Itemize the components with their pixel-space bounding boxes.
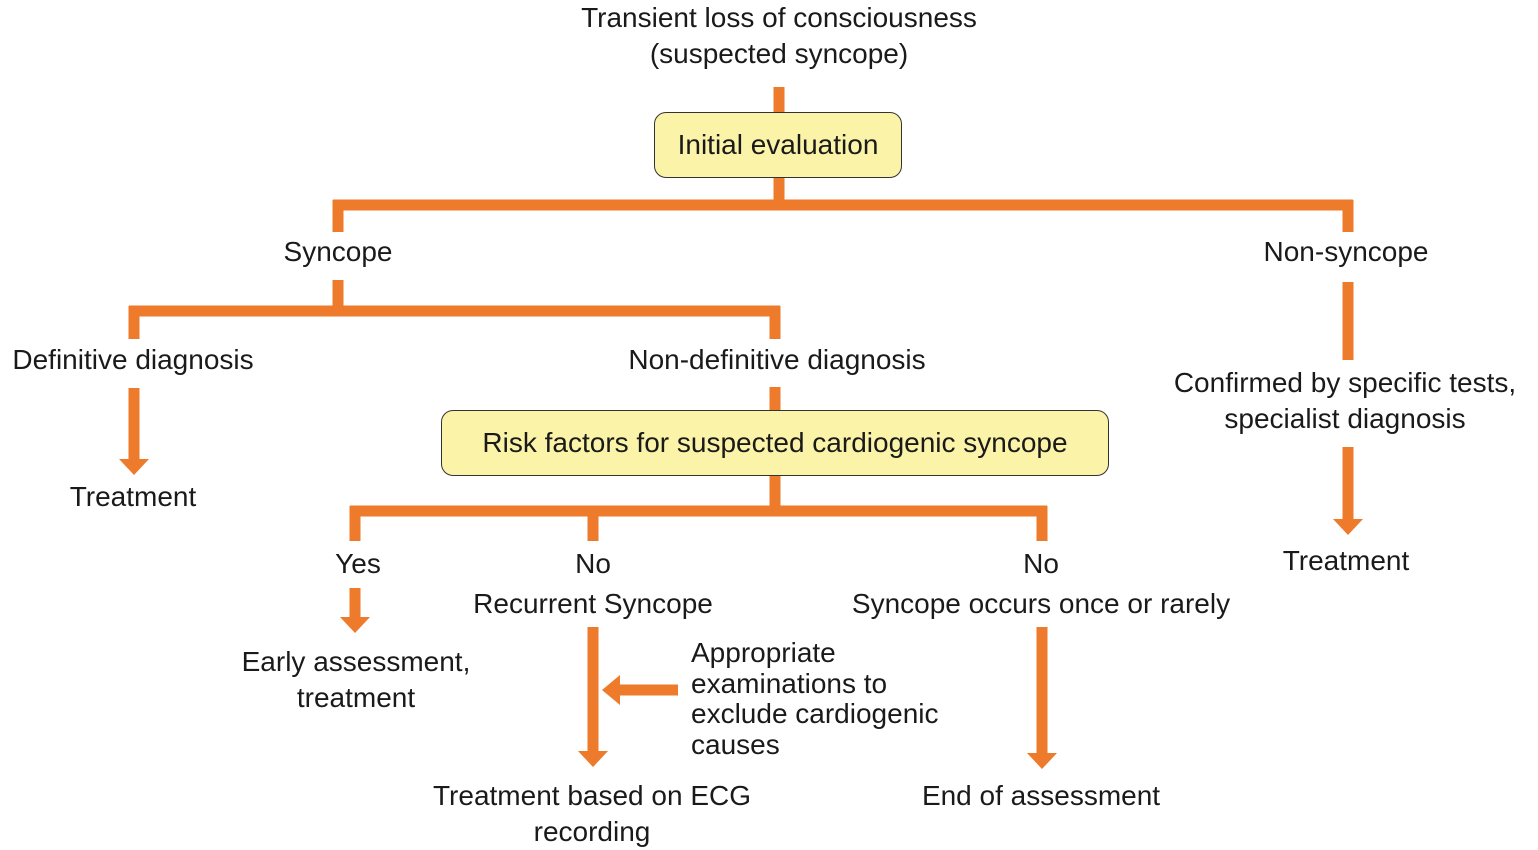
- end-of-assessment-label: End of assessment: [921, 780, 1161, 811]
- no-once-sub: Syncope occurs once or rarely: [851, 588, 1231, 619]
- confirmed-line-2: specialist diagnosis: [1224, 403, 1466, 434]
- start-line-2: (suspected syncope): [649, 38, 909, 69]
- confirmed-node: Confirmed by specific tests, specialist …: [1174, 365, 1516, 437]
- arrow-definitive-treatment-head: [119, 459, 149, 475]
- treatment-ecg-line-2: recording: [533, 816, 651, 847]
- risk-factors-label: Risk factors for suspected cardiogenic s…: [482, 427, 1068, 458]
- treatment-definitive-label: Treatment: [69, 481, 197, 512]
- no-once-title: No: [1023, 548, 1059, 579]
- treatment-ecg-node: Treatment based on ECG recording: [433, 778, 751, 850]
- initial-evaluation-label: Initial evaluation: [677, 129, 879, 160]
- appropriate-exams-line-4: causes: [691, 728, 780, 760]
- syncope-label: Syncope: [283, 236, 393, 267]
- treatment-ecg-line-1: Treatment based on ECG: [432, 780, 752, 811]
- arrow-confirmed-treatment-head: [1333, 519, 1363, 535]
- arrow-recurrent-ecg-head: [578, 751, 608, 767]
- non-definitive-diagnosis-label: Non-definitive diagnosis: [628, 344, 926, 375]
- initial-evaluation-box: Initial evaluation: [654, 112, 902, 178]
- arrow-yes-early-head: [340, 617, 370, 633]
- early-assessment-line-1: Early assessment,: [241, 646, 471, 677]
- confirmed-line-1: Confirmed by specific tests,: [1173, 367, 1517, 398]
- early-assessment-line-2: treatment: [296, 682, 416, 713]
- no-recurrent-sub: Recurrent Syncope: [473, 588, 713, 619]
- treatment-non-syncope-label: Treatment: [1282, 545, 1410, 576]
- start-node: Transient loss of consciousness (suspect…: [581, 0, 977, 72]
- appropriate-exams-node: Appropriate examinations to exclude card…: [691, 637, 939, 760]
- early-assessment-node: Early assessment, treatment: [242, 644, 471, 716]
- appropriate-exams-line-2: examinations to: [691, 667, 888, 699]
- arrow-once-end-head: [1027, 753, 1057, 769]
- no-recurrent-title: No: [575, 548, 611, 579]
- arrow-exams-head: [602, 675, 620, 705]
- appropriate-exams-line-3: exclude cardiogenic: [691, 698, 939, 729]
- start-line-1: Transient loss of consciousness: [581, 2, 977, 33]
- non-syncope-label: Non-syncope: [1263, 236, 1429, 267]
- definitive-diagnosis-label: Definitive diagnosis: [12, 344, 254, 375]
- yes-label: Yes: [335, 548, 381, 579]
- risk-factors-box: Risk factors for suspected cardiogenic s…: [441, 410, 1109, 476]
- appropriate-exams-line-1: Appropriate: [691, 637, 836, 668]
